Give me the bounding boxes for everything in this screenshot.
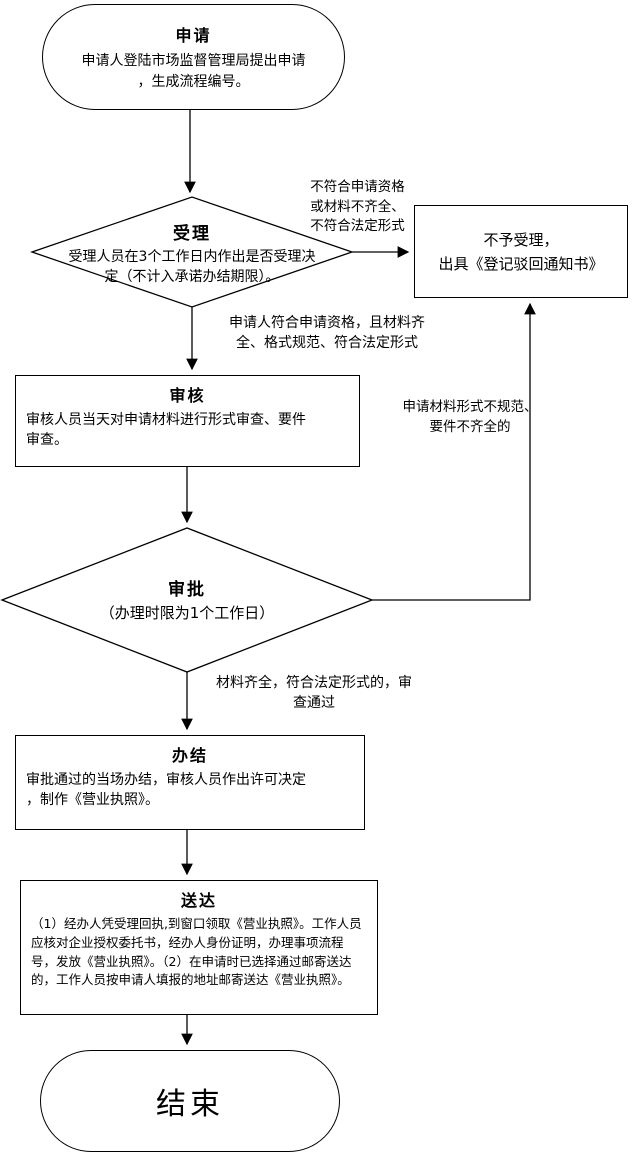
node-review-title: 审核 xyxy=(169,386,206,405)
node-apply-body: 申请人登陆市场监督管理局提出申请 ，生成流程编号。 xyxy=(81,53,306,90)
node-complete-body: 审批通过的当场办结，审核人员作出许可决定 ，制作《营业执照》。 xyxy=(26,772,306,809)
edge-label-materials-invalid: 申请材料形式不规范、 要件不齐全的 xyxy=(402,399,538,435)
edge-label-not-qualified: 不符合申请资格 或材料不齐全、 不符合法定形式 xyxy=(310,179,405,235)
node-apply-title: 申请 xyxy=(175,26,212,46)
node-deliver: 送达 （1）经办人凭受理回执,到窗口领取《营业执照》。工作人员应核对企业授权委托… xyxy=(20,880,378,1015)
node-review-body: 审核人员当天对申请材料进行形式审查、要件 审查。 xyxy=(26,412,306,449)
node-complete: 办结 审批通过的当场办结，审核人员作出许可决定 ，制作《营业执照》。 xyxy=(15,735,365,830)
node-reject: 不予受理， 出具《登记驳回通知书》 xyxy=(414,205,628,298)
decision-accept-shape xyxy=(30,196,354,308)
node-deliver-title: 送达 xyxy=(180,891,217,910)
node-review: 审核 审核人员当天对申请材料进行形式审查、要件 审查。 xyxy=(15,375,360,467)
edge-label-materials-valid: 材料齐全，符合法定形式的，审 查通过 xyxy=(216,675,412,712)
node-end: 结束 xyxy=(40,1050,340,1152)
node-apply: 申请 申请人登陆市场监督管理局提出申请 ，生成流程编号。 xyxy=(42,4,345,110)
edge-approve-reject xyxy=(372,302,536,601)
node-end-title: 结束 xyxy=(156,1087,224,1122)
decision-approve-shape xyxy=(0,527,374,673)
node-reject-body: 不予受理， 出具《登记驳回通知书》 xyxy=(438,230,604,273)
node-complete-title: 办结 xyxy=(171,746,208,765)
node-deliver-body: （1）经办人凭受理回执,到窗口领取《营业执照》。工作人员应核对企业授权委托书，经… xyxy=(31,916,362,988)
edge-label-qualified: 申请人符合申请资格，且材料齐 全、格式规范、符合法定形式 xyxy=(229,315,425,352)
